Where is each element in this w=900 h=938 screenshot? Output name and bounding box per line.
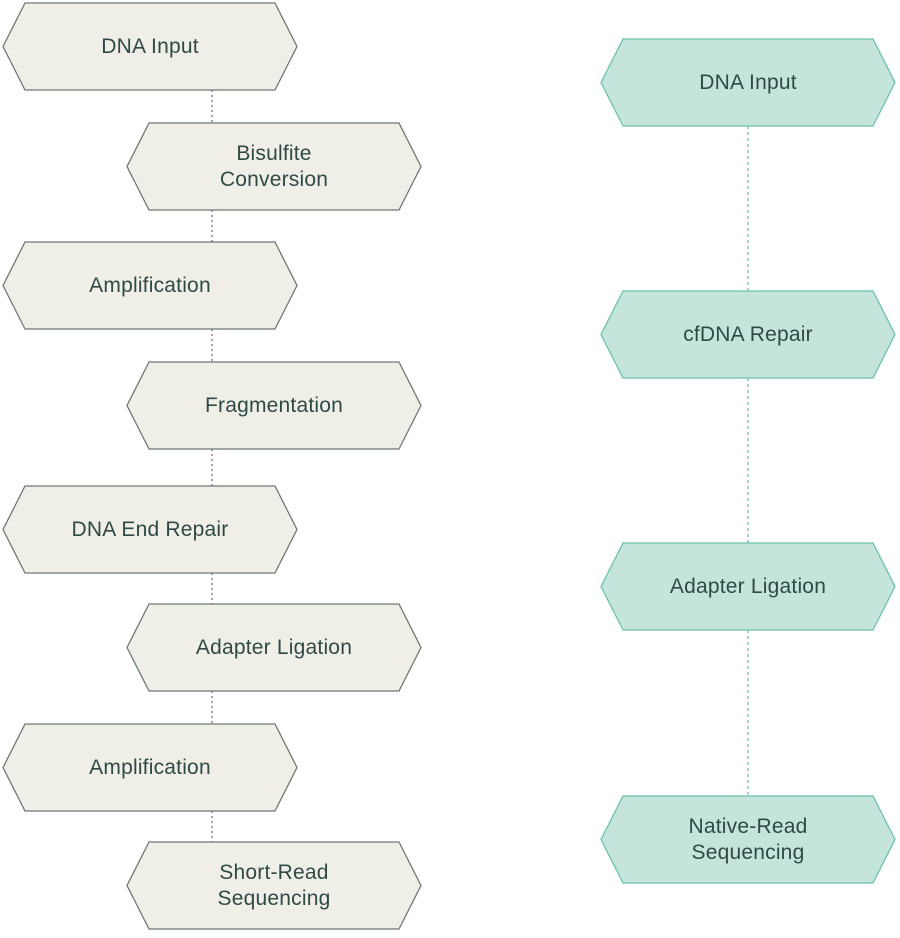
left-workflow-step-shape	[2, 485, 298, 574]
left-workflow-step-shape	[2, 2, 298, 91]
left-workflow-step-shape	[2, 723, 298, 812]
right-workflow-step-shape	[600, 795, 896, 884]
right-workflow-step-shape	[600, 38, 896, 127]
right-workflow-step-shape	[600, 542, 896, 631]
right-workflow-step-shape	[600, 290, 896, 379]
left-workflow-step-shape	[126, 603, 422, 692]
left-workflow-step-shape	[126, 122, 422, 211]
left-workflow-step-shape	[2, 241, 298, 330]
left-workflow-step-shape	[126, 361, 422, 450]
left-workflow-step-shape	[126, 841, 422, 930]
